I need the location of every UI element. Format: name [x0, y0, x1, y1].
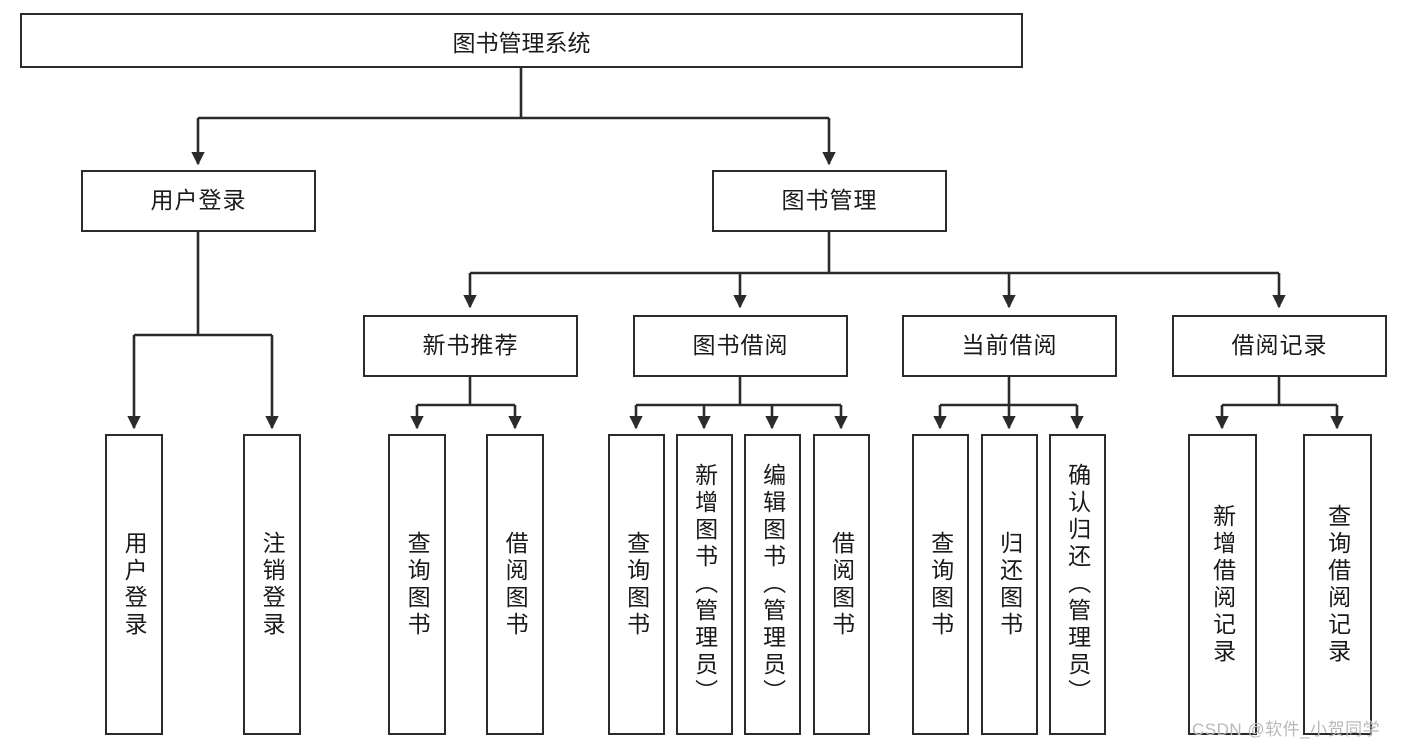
leaf-book-borrow-3[interactable]: 编辑图书（管理员）	[744, 434, 801, 735]
node-borrow-record[interactable]: 借阅记录	[1172, 315, 1387, 377]
leaf-book-borrow-1-label: 查询图书	[623, 530, 650, 639]
leaf-new-book-2-label: 借阅图书	[502, 530, 529, 639]
leaf-new-book-2[interactable]: 借阅图书	[486, 434, 544, 735]
csdn-watermark: CSDN @软件_小贺同学	[1192, 720, 1381, 739]
leaf-borrow-record-2[interactable]: 查询借阅记录	[1303, 434, 1372, 735]
leaf-book-borrow-4[interactable]: 借阅图书	[813, 434, 870, 735]
leaf-current-borrow-2-label: 归还图书	[996, 530, 1023, 639]
node-current-borrow-label: 当前借阅	[961, 332, 1058, 359]
node-borrow-record-label: 借阅记录	[1231, 332, 1328, 359]
leaf-new-book-1[interactable]: 查询图书	[388, 434, 446, 735]
node-book-management[interactable]: 图书管理	[712, 170, 947, 232]
leaf-book-borrow-1[interactable]: 查询图书	[608, 434, 665, 735]
leaf-current-borrow-2[interactable]: 归还图书	[981, 434, 1038, 735]
node-book-management-label: 图书管理	[781, 187, 878, 214]
node-user-login-label: 用户登录	[150, 187, 247, 214]
leaf-borrow-record-1-label: 新增借阅记录	[1209, 503, 1236, 666]
leaf-book-borrow-4-label: 借阅图书	[828, 530, 855, 639]
leaf-book-borrow-2-label: 新增图书（管理员）	[691, 463, 718, 706]
node-root[interactable]: 图书管理系统	[20, 13, 1023, 68]
node-book-borrow-label: 图书借阅	[692, 332, 789, 359]
leaf-book-borrow-2[interactable]: 新增图书（管理员）	[676, 434, 733, 735]
leaf-new-book-1-label: 查询图书	[404, 530, 431, 639]
node-new-book-recommend-label: 新书推荐	[422, 332, 519, 359]
leaf-current-borrow-1[interactable]: 查询图书	[912, 434, 969, 735]
leaf-user-login-2[interactable]: 注销登录	[243, 434, 301, 735]
node-book-borrow[interactable]: 图书借阅	[633, 315, 848, 377]
node-current-borrow[interactable]: 当前借阅	[902, 315, 1117, 377]
leaf-current-borrow-3-label: 确认归还（管理员）	[1064, 463, 1091, 706]
node-user-login[interactable]: 用户登录	[81, 170, 316, 232]
node-root-label: 图书管理系统	[452, 29, 591, 56]
node-new-book-recommend[interactable]: 新书推荐	[363, 315, 578, 377]
leaf-user-login-2-label: 注销登录	[259, 530, 286, 639]
leaf-user-login-1[interactable]: 用户登录	[105, 434, 163, 735]
leaf-book-borrow-3-label: 编辑图书（管理员）	[759, 463, 786, 706]
leaf-current-borrow-3[interactable]: 确认归还（管理员）	[1049, 434, 1106, 735]
leaf-user-login-1-label: 用户登录	[121, 530, 148, 639]
leaf-current-borrow-1-label: 查询图书	[927, 530, 954, 639]
leaf-borrow-record-2-label: 查询借阅记录	[1324, 503, 1351, 666]
leaf-borrow-record-1[interactable]: 新增借阅记录	[1188, 434, 1257, 735]
